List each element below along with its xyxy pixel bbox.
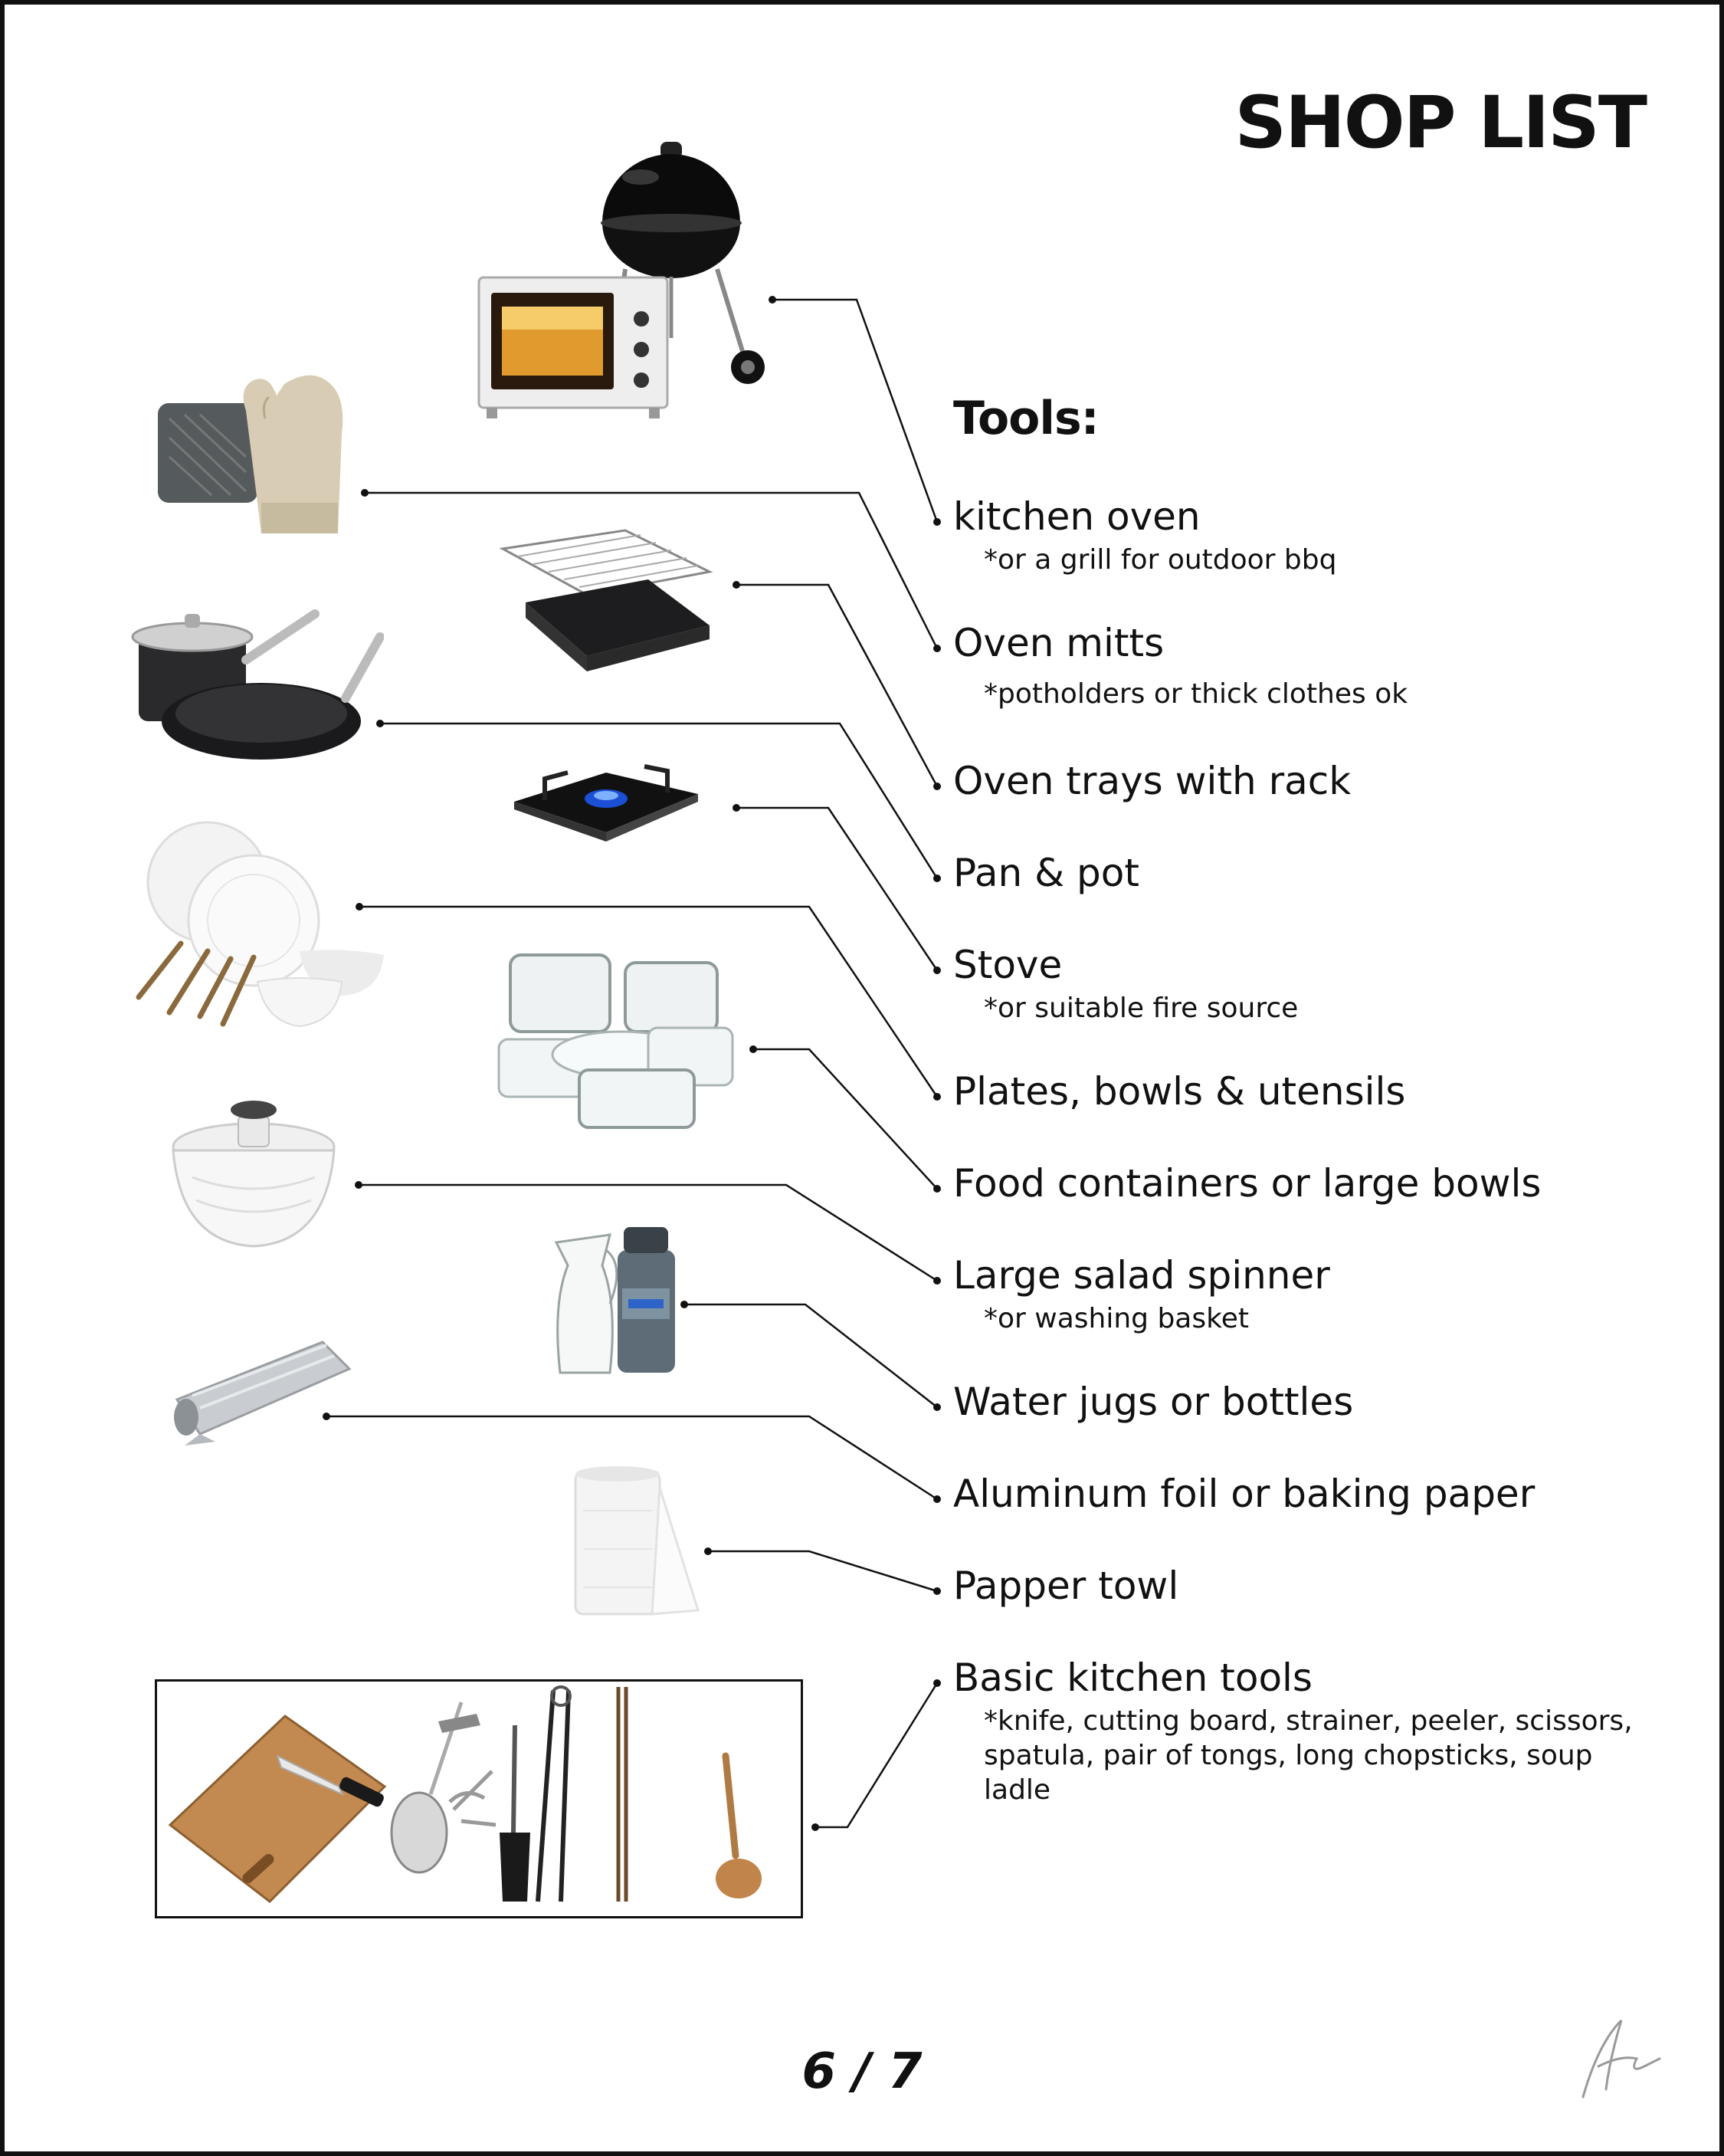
- item-name: Plates, bowls & utensils: [953, 1069, 1406, 1114]
- connector-dot: [933, 966, 941, 974]
- list-item: Large salad spinner *or washing basket: [953, 1253, 1330, 1336]
- connector-dot: [933, 1093, 941, 1101]
- signature-icon: [1581, 2019, 1661, 2099]
- list-item: Stove *or suitable fire source: [953, 943, 1298, 1025]
- connector-dot: [933, 645, 941, 652]
- item-note: *or a grill for outdoor bbq: [984, 543, 1337, 576]
- connector-dot: [933, 1679, 941, 1687]
- connector-dot: [933, 1495, 941, 1503]
- plates-icon: [136, 821, 384, 1028]
- item-name: Basic kitchen tools: [953, 1656, 1313, 1700]
- connector-dot: [355, 1181, 362, 1189]
- stove-icon: [514, 764, 698, 842]
- water-jug-icon: [554, 1227, 675, 1374]
- connector-line: [815, 1682, 939, 1829]
- item-name: kitchen oven: [953, 494, 1201, 539]
- connector-dot: [933, 1277, 941, 1285]
- page-title: SHOP LIST: [1234, 81, 1647, 165]
- salad-spinner-icon: [172, 1101, 336, 1248]
- containers-icon: [497, 953, 734, 1129]
- connector-line: [708, 1550, 938, 1593]
- item-name: Pan & pot: [953, 851, 1139, 895]
- foil-icon: [174, 1341, 352, 1446]
- item-name: Oven mitts: [953, 621, 1165, 665]
- list-item: Basic kitchen tools *knife, cutting boar…: [953, 1656, 1643, 1807]
- item-note: *or washing basket: [984, 1302, 1249, 1334]
- page-number: 6 / 7: [801, 2043, 923, 2100]
- connector-dot: [769, 296, 776, 304]
- item-note: *or suitable fire source: [984, 992, 1299, 1024]
- connector-dot: [733, 581, 740, 589]
- connector-dot: [680, 1301, 688, 1308]
- item-name: Large salad spinner: [953, 1253, 1330, 1298]
- connector-line: [359, 1183, 938, 1282]
- item-name: Aluminum foil or baking paper: [953, 1472, 1536, 1516]
- connector-line: [736, 806, 939, 971]
- paper-towel-icon: [574, 1466, 700, 1616]
- list-item: kitchen oven *or a grill for outdoor bbq: [953, 494, 1337, 577]
- list-item: Oven trays with rack: [953, 759, 1352, 804]
- connector-dot: [933, 1587, 941, 1595]
- connector-dot: [749, 1045, 757, 1053]
- connector-dot: [704, 1547, 712, 1555]
- connector-lines: [323, 296, 941, 1831]
- section-heading: Tools:: [953, 392, 1100, 445]
- connector-dot: [933, 783, 941, 790]
- oven-icon: [477, 276, 669, 418]
- list-item: Oven mitts *potholders or thick clothes …: [953, 621, 1408, 711]
- list-item: Aluminum foil or baking paper: [953, 1472, 1535, 1517]
- connector-dot: [933, 518, 941, 526]
- list-item: Plates, bowls & utensils: [953, 1069, 1406, 1114]
- oven-tray-icon: [499, 529, 713, 671]
- connector-dot: [733, 804, 740, 812]
- connector-line: [380, 722, 939, 879]
- connector-dot: [933, 875, 941, 882]
- connector-dot: [933, 1185, 941, 1193]
- connector-line: [359, 905, 939, 1098]
- connector-dot: [323, 1413, 330, 1420]
- connector-line: [684, 1303, 938, 1408]
- item-name: Food containers or large bowls: [953, 1161, 1542, 1206]
- connector-dot: [933, 1403, 941, 1411]
- list-item: Food containers or large bowls: [953, 1161, 1542, 1206]
- connector-line: [753, 1048, 938, 1190]
- item-note: *knife, cutting board, strainer, peeler,…: [984, 1705, 1633, 1806]
- pan-pot-icon: [131, 609, 384, 760]
- connector-line: [772, 298, 939, 523]
- connector-dot: [361, 489, 369, 497]
- oven-mitts-icon: [158, 375, 343, 533]
- connector-line: [736, 583, 939, 787]
- connector-line: [326, 1415, 938, 1501]
- item-name: Papper towl: [953, 1564, 1179, 1608]
- connector-dot: [811, 1823, 819, 1831]
- list-item: Papper towl: [953, 1564, 1178, 1609]
- kitchen-tools-icon: [155, 1679, 803, 1918]
- item-name: Stove: [953, 943, 1063, 987]
- item-note: *potholders or thick clothes ok: [984, 678, 1408, 710]
- list-item: Pan & pot: [953, 851, 1139, 896]
- connector-dot: [356, 903, 363, 911]
- connector-dot: [376, 720, 384, 727]
- grill-icon: [601, 142, 765, 385]
- item-name: Water jugs or bottles: [953, 1380, 1354, 1424]
- item-name: Oven trays with rack: [953, 759, 1352, 803]
- connector-line: [365, 491, 939, 649]
- list-item: Water jugs or bottles: [953, 1380, 1353, 1425]
